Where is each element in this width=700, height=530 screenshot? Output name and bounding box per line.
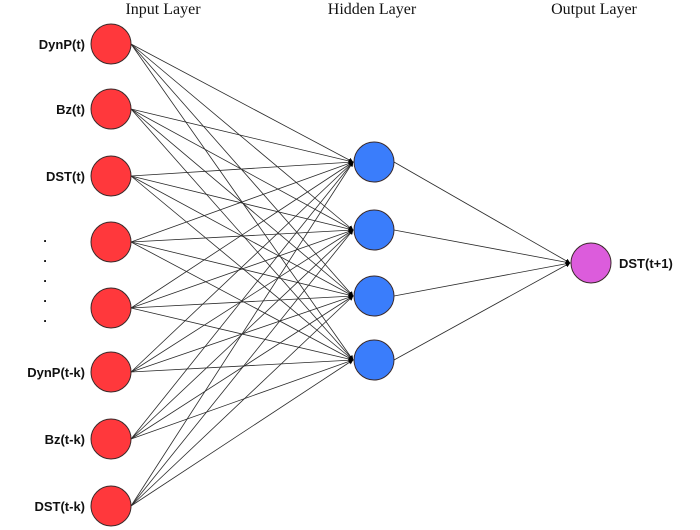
hidden-node xyxy=(353,209,395,251)
input-node xyxy=(90,23,132,65)
input-node xyxy=(90,155,132,197)
hidden-node xyxy=(353,141,395,183)
connection-input-4-hidden-1 xyxy=(130,229,354,309)
output-layer-title: Output Layer xyxy=(551,1,637,18)
input-node-label: DynP(t-k) xyxy=(27,365,85,380)
ellipsis-dot: . xyxy=(43,250,47,265)
connection-input-1-hidden-3 xyxy=(130,108,354,361)
connection-hidden-1-output-0 xyxy=(393,229,571,265)
connection-input-5-hidden-3 xyxy=(130,357,354,373)
connection-input-7-hidden-0 xyxy=(130,161,354,507)
hidden-node xyxy=(353,339,395,381)
connection-input-3-hidden-1 xyxy=(130,227,354,243)
output-node-label: DST(t+1) xyxy=(619,256,673,271)
connection-input-7-hidden-1 xyxy=(130,229,354,507)
connection-input-2-hidden-1 xyxy=(130,175,354,232)
connection-input-1-hidden-1 xyxy=(130,108,354,231)
input-node-label: DynP(t) xyxy=(39,37,85,52)
input-hidden-connections xyxy=(130,43,354,507)
connection-input-4-hidden-0 xyxy=(130,161,354,309)
connection-hidden-2-output-0 xyxy=(393,261,571,297)
input-node xyxy=(90,418,132,460)
connection-input-5-hidden-0 xyxy=(130,161,354,373)
hidden-layer-title: Hidden Layer xyxy=(328,1,417,18)
connection-input-0-hidden-2 xyxy=(130,43,354,297)
input-node xyxy=(90,88,132,130)
connection-hidden-3-output-0 xyxy=(393,262,571,361)
connection-input-0-hidden-0 xyxy=(130,43,354,163)
ellipsis-dot: . xyxy=(43,270,47,285)
connection-input-3-hidden-0 xyxy=(130,161,354,243)
ellipsis-dot: . xyxy=(43,230,47,245)
connection-input-7-hidden-2 xyxy=(130,295,354,507)
hidden-layer xyxy=(353,141,395,381)
output-layer: DST(t+1) xyxy=(570,242,673,284)
connection-input-4-hidden-2 xyxy=(130,293,354,309)
connection-input-2-hidden-3 xyxy=(130,175,354,361)
connection-input-2-hidden-0 xyxy=(130,159,354,177)
input-node-label: Bz(t) xyxy=(56,102,85,117)
connection-input-0-hidden-1 xyxy=(130,43,354,231)
input-layer-title: Input Layer xyxy=(125,1,201,18)
connection-input-6-hidden-0 xyxy=(130,161,354,440)
input-node xyxy=(90,221,132,263)
connection-input-6-hidden-3 xyxy=(130,359,354,440)
input-node xyxy=(90,287,132,329)
input-node xyxy=(90,485,132,527)
input-layer: DynP(t) Bz(t) DST(t) DynP(t-k) Bz(t-k) DST(t-… xyxy=(27,23,132,527)
input-node-label: DST(t-k) xyxy=(34,499,85,514)
connection-input-7-hidden-3 xyxy=(130,359,354,507)
connection-input-1-hidden-0 xyxy=(130,108,354,164)
ellipsis-dot: . xyxy=(43,290,47,305)
input-node xyxy=(90,351,132,393)
input-ellipsis: ..... xyxy=(43,230,47,325)
input-node-label: Bz(t-k) xyxy=(45,432,85,447)
output-node xyxy=(570,242,612,284)
hidden-output-connections xyxy=(393,161,571,361)
hidden-node xyxy=(353,275,395,317)
input-node-label: DST(t) xyxy=(46,169,85,184)
connection-hidden-0-output-0 xyxy=(393,161,571,264)
ellipsis-dot: . xyxy=(43,310,47,325)
